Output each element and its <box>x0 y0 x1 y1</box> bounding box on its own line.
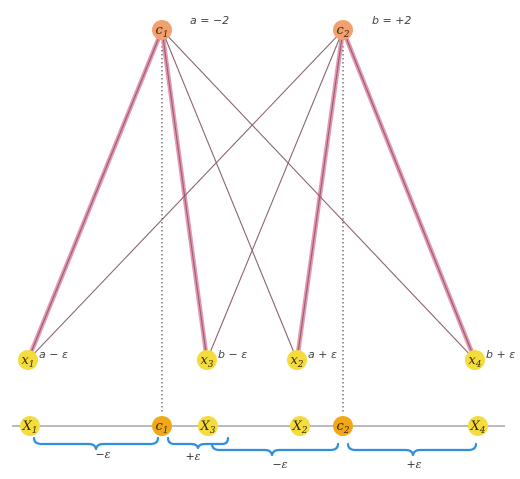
svg-text:c2: c2 <box>336 23 349 40</box>
axis-node-X3: X3 <box>198 416 218 436</box>
annotation-b: b = +2 <box>372 14 411 27</box>
brace-3 <box>210 442 340 457</box>
axis-node-X2: X2 <box>290 416 310 436</box>
svg-text:X4: X4 <box>470 419 486 436</box>
axis-node-c2: c2 <box>333 416 353 436</box>
svg-text:a + ε: a + ε <box>308 348 337 361</box>
edge-c1-x2 <box>161 29 298 361</box>
svg-text:b − ε: b − ε <box>218 348 247 361</box>
edge-c1-x3-thin <box>161 29 208 361</box>
annotation-a: a = −2 <box>190 14 229 27</box>
brace-label-3: −ε <box>272 458 287 471</box>
svg-text:x3: x3 <box>200 353 213 370</box>
axis-node-X1: X1 <box>20 416 40 436</box>
brace-label-2: +ε <box>185 450 200 463</box>
svg-text:c2: c2 <box>336 419 349 436</box>
axis-node-X4: X4 <box>468 416 488 436</box>
edge-c2-x3 <box>206 29 344 361</box>
data-node-x1: x1 a − ε <box>18 348 68 370</box>
svg-text:X1: X1 <box>22 419 38 436</box>
brace-label-4: +ε <box>406 458 421 471</box>
svg-text:c1: c1 <box>155 419 168 436</box>
edge-c2-x1 <box>27 29 344 361</box>
center-node-c1: c1 a = −2 <box>152 14 229 40</box>
brace-label-1: −ε <box>95 448 110 461</box>
vertical-guides <box>161 30 344 414</box>
center-node-c2: c2 b = +2 <box>333 14 411 40</box>
svg-text:X3: X3 <box>200 419 216 436</box>
brace-4 <box>346 442 478 457</box>
edge-c2-x4-thin <box>342 29 476 361</box>
svg-text:x1: x1 <box>21 353 34 370</box>
svg-text:X2: X2 <box>292 419 308 436</box>
svg-text:b + ε: b + ε <box>486 348 515 361</box>
data-node-x4: x4 b + ε <box>465 348 515 370</box>
svg-text:x2: x2 <box>290 353 303 370</box>
brace-1 <box>32 436 160 451</box>
braces <box>32 436 478 457</box>
data-node-x3: x3 b − ε <box>197 348 247 370</box>
data-node-x2: x2 a + ε <box>287 348 337 370</box>
brace-2 <box>166 436 230 450</box>
svg-text:a − ε: a − ε <box>39 348 68 361</box>
svg-text:c1: c1 <box>155 23 168 40</box>
distance-edges <box>27 29 476 361</box>
svg-text:x4: x4 <box>468 353 481 370</box>
edge-c1-x4 <box>161 29 476 361</box>
edge-c2-x2-thin <box>296 29 344 361</box>
axis-node-c1: c1 <box>152 416 172 436</box>
edge-c1-x1-thin <box>27 29 163 361</box>
